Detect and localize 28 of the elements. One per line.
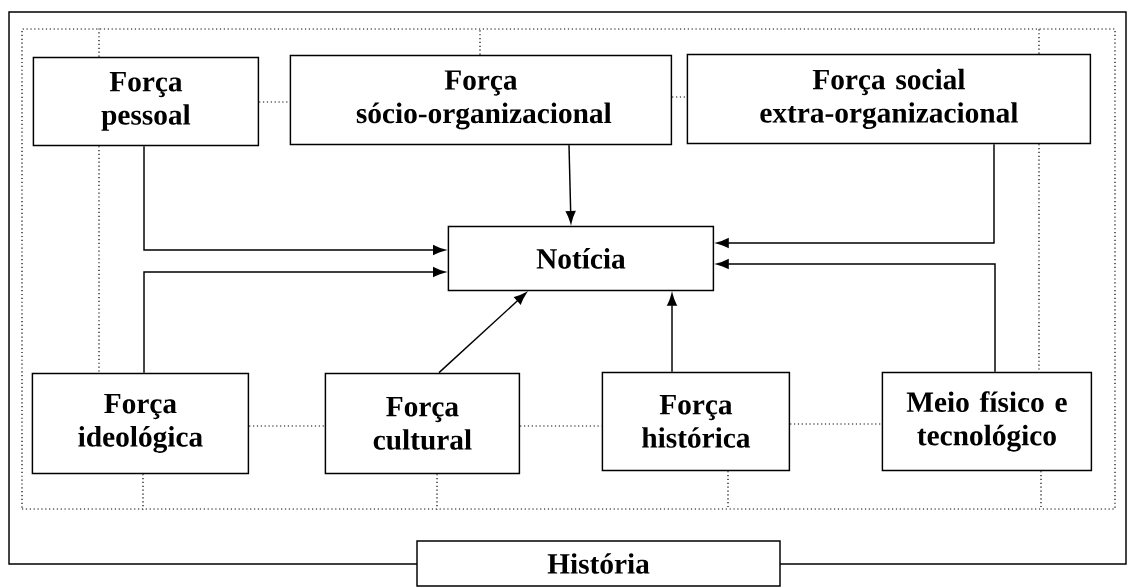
arrow — [143, 267, 446, 374]
connector-line — [142, 473, 144, 511]
connector-line — [1038, 27, 1040, 55]
arrow — [716, 259, 996, 373]
result-box: Notícia — [447, 225, 715, 292]
arrow — [143, 145, 446, 255]
process-box: Força ideológica — [31, 372, 250, 475]
connector-line — [436, 473, 438, 511]
connector-line — [1038, 143, 1040, 373]
process-box: Força pessoal — [32, 56, 260, 147]
arrow — [438, 292, 527, 374]
arrow — [716, 143, 995, 248]
connector-line — [519, 425, 603, 427]
connector-line — [789, 423, 883, 425]
connector-line — [479, 27, 481, 56]
title-box: História — [416, 540, 781, 587]
arrow — [667, 293, 677, 373]
process-box: Meio físico e tecnológico — [881, 371, 1093, 472]
process-box: Força social extra-organizacional — [686, 53, 1092, 145]
process-box: Força histórica — [601, 371, 791, 472]
connector-line — [98, 27, 100, 58]
connector-line — [258, 101, 291, 103]
process-box: Força sócio-organizacional — [289, 54, 673, 146]
arrow — [565, 144, 576, 224]
connector-line — [98, 145, 100, 374]
process-box: Força cultural — [324, 372, 521, 475]
connector-line — [248, 425, 326, 427]
connector-line — [671, 96, 688, 98]
